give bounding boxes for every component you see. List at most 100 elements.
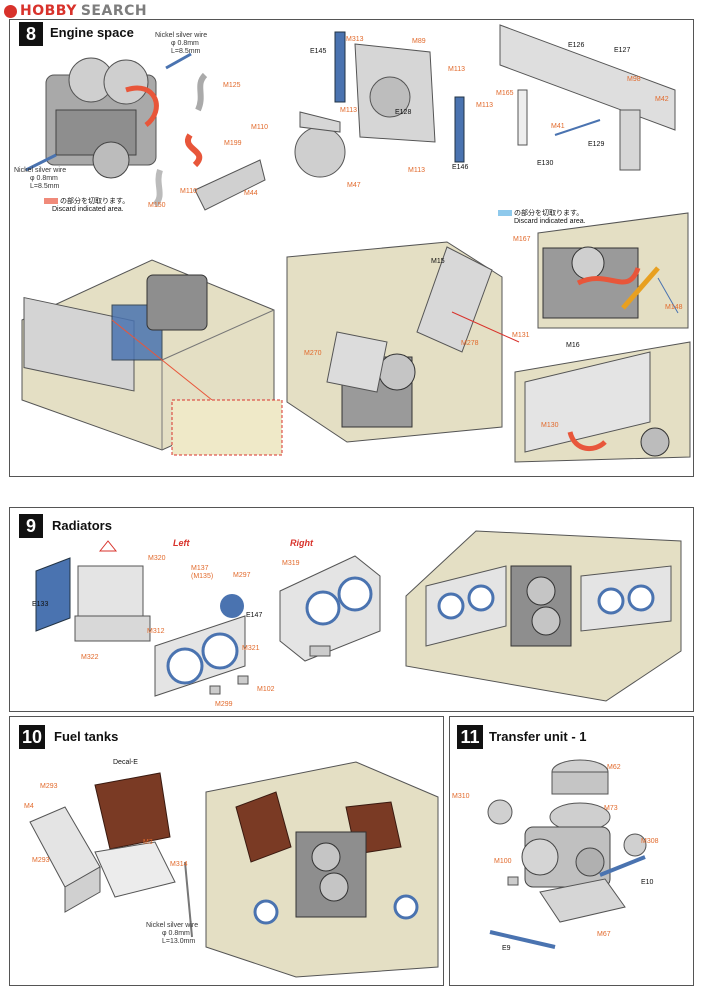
- part-m312: M312: [147, 628, 165, 635]
- wire-note-top: Nickel silver wire φ 0.8mm L=8.5mm: [155, 32, 207, 56]
- engine-illustration: [25, 52, 192, 179]
- step-title: Engine space: [50, 25, 134, 40]
- part-m102: M102: [257, 686, 275, 693]
- part-m297: M297: [233, 572, 251, 579]
- label-left: Left: [173, 538, 190, 548]
- radiator-left-parts: [35, 540, 249, 697]
- part-m293b: M293: [32, 857, 50, 864]
- hull-interior-left: [21, 259, 283, 456]
- part-e130: E130: [537, 160, 554, 167]
- step-11-panel: 11 Transfer unit - 1 M62 M310 M73 M308 M…: [449, 716, 694, 986]
- part-m131: M131: [512, 332, 530, 339]
- fuel-tank-hull-view: [205, 761, 439, 978]
- part-m47: M47: [347, 182, 361, 189]
- step-number: 8: [19, 22, 43, 46]
- part-m98: M98: [627, 76, 641, 83]
- part-e127: E127: [614, 47, 631, 54]
- part-m73: M73: [604, 805, 618, 812]
- part-m148: M148: [665, 304, 683, 311]
- part-e129: E129: [588, 141, 605, 148]
- engine-detail-bottom: [514, 341, 691, 463]
- logo-icon: [4, 4, 17, 18]
- part-m15: M15: [431, 258, 445, 265]
- step-title: Radiators: [52, 518, 112, 533]
- part-m322: M322: [81, 654, 99, 661]
- swatch-red: [44, 198, 58, 205]
- part-m165: M165: [496, 90, 514, 97]
- wire-length: L=8.5mm: [30, 183, 60, 190]
- part-m278: M278: [461, 340, 479, 347]
- wire-note: Nickel silver wire φ 0.8mm L=13.0mm: [146, 922, 198, 946]
- part-e9: E9: [502, 945, 511, 952]
- radiator-right-assembly: [279, 555, 381, 662]
- part-m130: M130: [541, 422, 559, 429]
- logo-text-hobby: HOBBY: [20, 3, 77, 19]
- note-en: Discard indicated area.: [52, 206, 124, 213]
- wire-label: Nickel silver wire: [14, 167, 67, 174]
- wire-label: Nickel silver wire: [146, 922, 199, 929]
- decal-label: Decal-E: [113, 759, 138, 766]
- part-e128: E128: [395, 109, 412, 116]
- part-m293a: M293: [40, 783, 58, 790]
- part-m113c: M113: [340, 107, 357, 114]
- wire-diameter: φ 0.8mm: [171, 40, 199, 47]
- part-m16: M16: [566, 342, 580, 349]
- wire-length: L=8.5mm: [171, 48, 201, 55]
- pipe-parts-illustration: [152, 72, 266, 211]
- fuel-tank-parts: [29, 772, 193, 938]
- part-m113b: M113: [476, 102, 493, 109]
- part-m41: M41: [551, 123, 565, 130]
- hull-interior-mid: [286, 241, 520, 443]
- part-m308: M308: [641, 838, 659, 845]
- step-10-panel: 10 Fuel tanks Decal-E M293 M4 M293 M3 M3…: [9, 716, 444, 986]
- firewall-parts-illustration: [499, 24, 676, 171]
- wire-label: Nickel silver wire: [155, 32, 208, 39]
- wire-note-left: Nickel silver wire φ 0.8mm L=8.5mm: [14, 167, 66, 191]
- part-m314: M314: [170, 861, 188, 868]
- part-e145: E145: [310, 48, 327, 55]
- step-8-panel: 8 Engine space Nickel silver wire φ 0.8m…: [9, 19, 694, 477]
- part-m44: M44: [244, 190, 258, 197]
- part-m4: M4: [24, 803, 34, 810]
- swatch-blue: [498, 210, 512, 217]
- wire-diameter: φ 0.8mm: [162, 930, 190, 937]
- part-m62: M62: [607, 764, 621, 771]
- part-m113d: M113: [408, 167, 425, 174]
- part-m310: M310: [452, 793, 470, 800]
- part-m42: M42: [655, 96, 669, 103]
- part-e146: E146: [452, 164, 469, 171]
- part-m313: M313: [346, 36, 364, 43]
- note-jp: の部分を切取ります。: [59, 198, 130, 205]
- part-m320: M320: [148, 555, 166, 562]
- step-9-panel: 9 Radiators Left Right E133 M320 M137 (M…: [9, 507, 694, 712]
- part-m110b: M110: [180, 188, 197, 195]
- part-m150: M150: [148, 202, 166, 209]
- site-logo: HOBBY SEARCH: [4, 2, 147, 20]
- discard-note-red: の部分を切取ります。 Discard indicated area.: [44, 196, 129, 213]
- radiator-hull-view: [405, 530, 682, 702]
- wire-diameter: φ 0.8mm: [30, 175, 58, 182]
- part-m110a: M110: [251, 124, 268, 131]
- part-e133: E133: [32, 601, 49, 608]
- part-m137: M137 (M135): [191, 565, 213, 581]
- part-e147: E147: [246, 612, 263, 619]
- discard-note-blue: の部分を切取ります。 Discard indicated area.: [498, 208, 586, 225]
- part-m67: M67: [597, 931, 611, 938]
- part-m199: M199: [224, 140, 242, 147]
- part-m100: M100: [494, 858, 512, 865]
- part-m299: M299: [215, 701, 233, 708]
- step-number: 10: [19, 725, 45, 749]
- part-m137-label: M137: [191, 565, 209, 572]
- step-title: Transfer unit - 1: [489, 729, 587, 744]
- part-m3: M3: [143, 839, 153, 846]
- part-m89: M89: [412, 38, 426, 45]
- engine-detail-blue: [537, 212, 689, 329]
- note-jp: の部分を切取ります。: [513, 210, 584, 217]
- transfer-unit-parts: [487, 759, 647, 949]
- step-number: 11: [457, 725, 483, 749]
- part-e126: E126: [568, 42, 585, 49]
- wire-length: L=13.0mm: [162, 938, 196, 945]
- step-title: Fuel tanks: [54, 729, 119, 744]
- part-m270: M270: [304, 350, 322, 357]
- bulkhead-parts-illustration: [294, 31, 465, 178]
